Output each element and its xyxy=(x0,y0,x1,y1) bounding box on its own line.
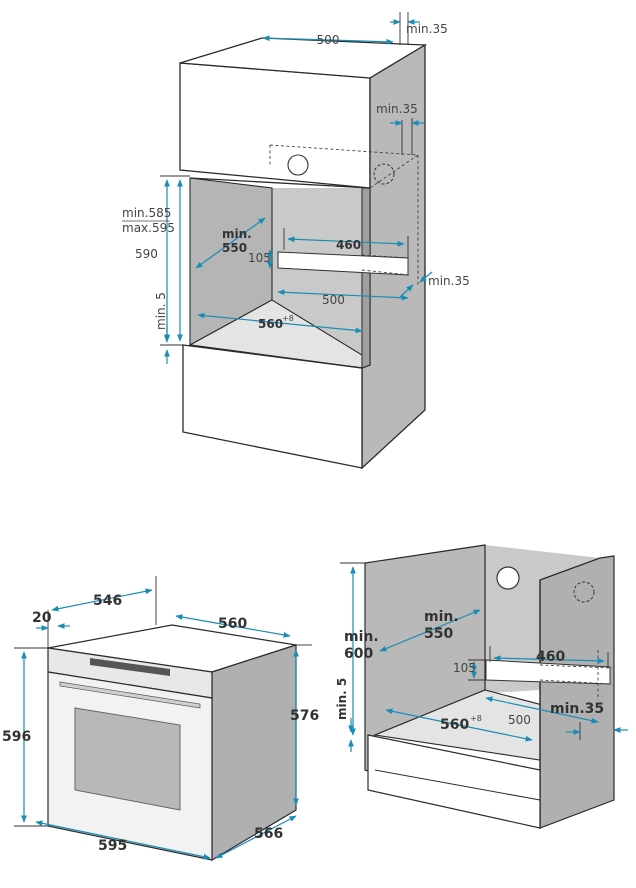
niche-right-edge xyxy=(361,187,371,369)
vent-slot xyxy=(485,659,611,685)
dim-oven-front-thickness: 20 xyxy=(32,610,52,626)
dim-depth-value: 550 xyxy=(222,241,247,255)
base-plinth xyxy=(367,734,541,829)
dim-base-floor-gap: min. 5 xyxy=(335,678,349,720)
dim-height-min: min.585 xyxy=(122,206,171,220)
dim-base-width-inner: 560 xyxy=(440,717,469,733)
dim-vent-width: 460 xyxy=(336,238,361,252)
tall-cabinet-diagram: 500 min.35 min.35 min.585 max.595 590 mi… xyxy=(122,12,470,470)
dim-oven-width-front: 595 xyxy=(98,838,127,854)
vent-hole-icon xyxy=(373,163,395,185)
dim-base-depth-label: min. xyxy=(424,609,459,625)
upper-cabinet-front xyxy=(179,62,371,189)
dim-vent-height: 105 xyxy=(248,251,271,265)
dim-base-height-label: min. xyxy=(344,629,379,645)
dim-base-depth-value: 550 xyxy=(424,626,453,642)
dim-oven-depth-side: 566 xyxy=(254,826,283,842)
dim-oven-height-side: 576 xyxy=(290,708,319,724)
vent-hole-icon xyxy=(287,154,309,176)
dim-base-vent-width: 460 xyxy=(536,649,565,665)
dim-base-vent-depth: 500 xyxy=(508,713,531,727)
dim-oven-depth-top: 546 xyxy=(93,593,122,609)
dim-height-max: max.595 xyxy=(122,221,175,235)
vent-hole-icon xyxy=(573,581,595,603)
vent-hole-icon xyxy=(496,566,520,590)
dim-top-gap: min.35 xyxy=(406,22,448,36)
oven-diagram: 546 560 20 596 576 595 566 xyxy=(2,576,319,862)
base-right-panel xyxy=(539,555,615,829)
oven-handle xyxy=(59,681,201,709)
dim-oven-width-top: 560 xyxy=(218,616,247,632)
dim-top-width: 500 xyxy=(317,33,340,47)
oven-window xyxy=(74,707,181,811)
base-cabinet-diagram: min. 600 min. 550 460 105 min. 5 560 +8 … xyxy=(335,544,628,829)
dim-floor-gap: min. 5 xyxy=(154,292,168,330)
dim-base-side-gap: min.35 xyxy=(550,701,604,717)
dim-width-inner: 560 xyxy=(258,317,283,331)
dim-base-width-tol: +8 xyxy=(470,714,482,723)
oven-display xyxy=(90,658,170,676)
dim-oven-height-front: 596 xyxy=(2,729,31,745)
dim-height-inner: 590 xyxy=(135,247,158,261)
dim-base-height-value: 600 xyxy=(344,646,373,662)
dim-width-tol: +8 xyxy=(282,314,294,323)
dim-vent-depth: 500 xyxy=(322,293,345,307)
dim-base-vent-height: 105 xyxy=(453,661,476,675)
dim-depth-label: min. xyxy=(222,227,252,241)
dim-bottom-side-gap: min.35 xyxy=(428,274,470,288)
dim-side-gap: min.35 xyxy=(376,102,418,116)
